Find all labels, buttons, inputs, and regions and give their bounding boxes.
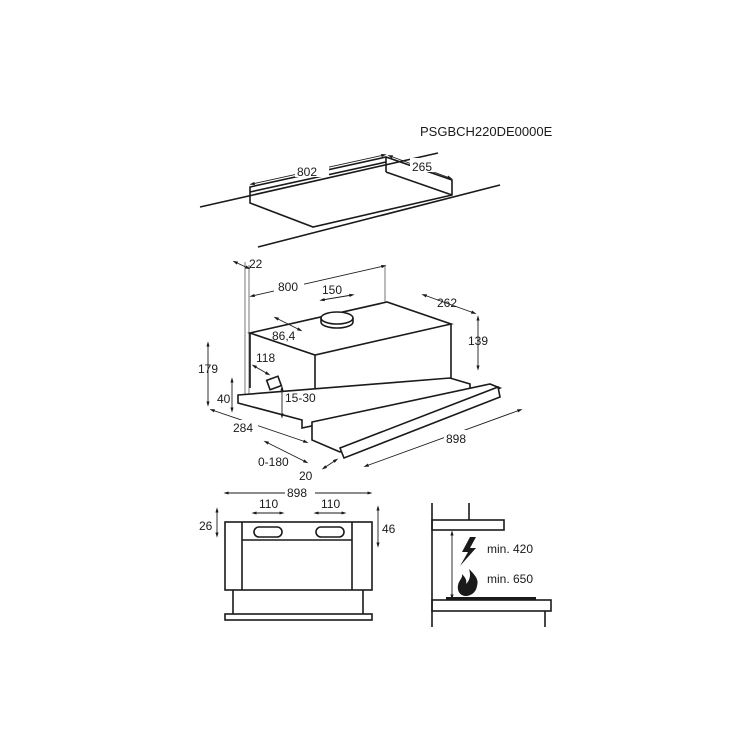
wall-gap-label: 22 [249, 257, 263, 271]
lightning-icon [460, 537, 476, 566]
right-outlet-label: 110 [321, 497, 340, 511]
visor-width-label: 898 [446, 432, 466, 446]
clearance-diagram: min. 420 min. 650 [431, 503, 552, 627]
side-offset-label: 118 [256, 351, 275, 365]
cutout-width-label: 802 [297, 165, 317, 179]
cutout-diagram: 802 265 [199, 152, 501, 248]
model-code: PSGBCH220DE0000E [420, 124, 553, 139]
cutout-depth-label: 265 [412, 160, 432, 174]
left-outlet-label: 110 [259, 497, 278, 511]
total-depth-label: 284 [233, 421, 253, 435]
right-height-label: 46 [382, 522, 396, 536]
total-height-label: 179 [198, 362, 218, 376]
body-width-label: 800 [278, 280, 298, 294]
hood-perspective-diagram: 22 800 150 86,4 262 139 179 118 40 15-30… [198, 257, 523, 483]
electric-clearance-label: min. 420 [487, 542, 533, 556]
outlet-diameter-label: 150 [322, 283, 342, 297]
extension-label: 0-180 [258, 455, 289, 469]
visor-height-label: 40 [217, 392, 231, 406]
body-height-label: 139 [468, 334, 488, 348]
outlet-offset-label: 86,4 [272, 329, 296, 343]
flame-icon [457, 569, 478, 596]
body-depth-label: 262 [437, 296, 457, 310]
hood-front-view: 898 110 110 26 46 [199, 486, 396, 621]
left-height-label: 26 [199, 519, 213, 533]
front-width-label: 898 [287, 486, 307, 500]
gas-clearance-label: min. 650 [487, 572, 533, 586]
visor-adjust-label: 15-30 [285, 391, 316, 405]
visor-depth-label: 20 [299, 469, 313, 483]
